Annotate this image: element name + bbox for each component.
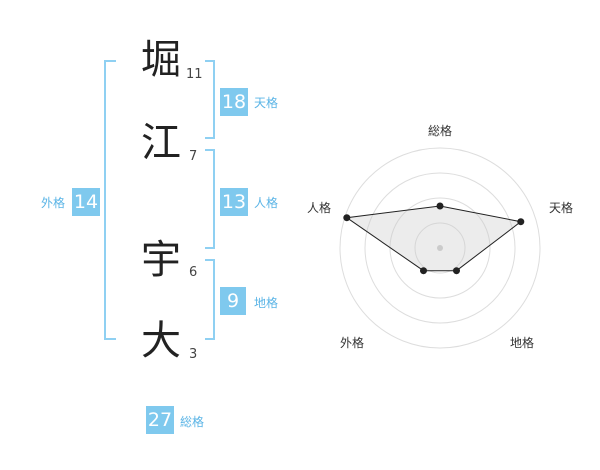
jinkaku-bracket: [205, 149, 215, 249]
soukaku-label: 総格: [180, 415, 205, 429]
radar-label-gaikaku: 外格: [340, 336, 365, 350]
stroke-count-3: 6: [189, 265, 198, 280]
gaikaku-bracket: [104, 60, 116, 340]
chikaku-label: 地格: [254, 296, 279, 310]
radar-point: [453, 267, 460, 275]
jinkaku-value-badge: 13: [220, 188, 248, 216]
tenkaku-value-badge: 18: [220, 88, 248, 116]
stroke-count-2: 7: [189, 149, 198, 164]
chikaku-bracket: [205, 259, 215, 340]
radar-polygon: [345, 205, 522, 272]
tenkaku-label: 天格: [254, 96, 279, 110]
stroke-count-4: 3: [189, 347, 198, 362]
name-char-4: 大: [141, 318, 181, 364]
radar-label-tenkaku: 天格: [549, 201, 574, 215]
gaikaku-value-badge: 14: [72, 188, 100, 216]
radar-point: [517, 218, 525, 226]
soukaku-value-badge: 27: [146, 406, 174, 434]
radar-point: [343, 214, 351, 222]
name-char-1: 堀: [141, 37, 181, 83]
name-char-2: 江: [141, 120, 181, 166]
name-char-3: 宇: [141, 237, 181, 283]
radar-center-dot: [437, 245, 443, 251]
radar-label-soukaku: 総格: [428, 124, 453, 138]
jinkaku-label: 人格: [254, 196, 279, 210]
radar-label-chikaku: 地格: [510, 336, 535, 350]
radar-point: [420, 267, 427, 275]
chikaku-value-badge: 9: [220, 287, 246, 315]
radar-point: [436, 202, 444, 210]
stroke-count-1: 11: [186, 67, 203, 82]
radar-label-jinkaku: 人格: [307, 201, 332, 215]
tenkaku-bracket: [205, 60, 215, 139]
gaikaku-label: 外格: [41, 196, 66, 210]
